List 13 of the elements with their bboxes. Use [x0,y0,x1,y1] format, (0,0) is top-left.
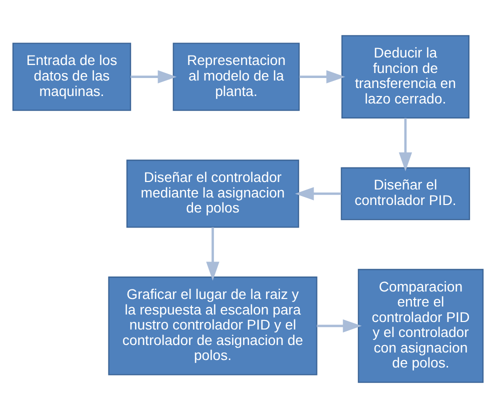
node-box: Representacion al modelo de la planta. [172,42,300,110]
arrow [398,118,412,171]
arrow [206,226,220,280]
node-box: Entrada de los datos de las maquinas. [12,42,132,110]
arrow [130,70,177,83]
node-box: Diseñar el controlador PID. [340,166,470,220]
arrow [316,318,362,332]
node-box: Comparacion entre el controlador PID y el controlador con asignacion de polos. [358,268,484,382]
node-box: Graficar el lugar de la raiz y la respuesta al escalon para nustro controlador PID y el controlador de asignacion de polos. [108,276,318,375]
node-box: Deducir la funcion de transferencia en lazo cerrado. [341,34,470,118]
arrow [299,70,346,83]
node-box: Diseñar el controlador mediante la asignacion de polos [126,159,300,228]
arrow [295,186,342,200]
